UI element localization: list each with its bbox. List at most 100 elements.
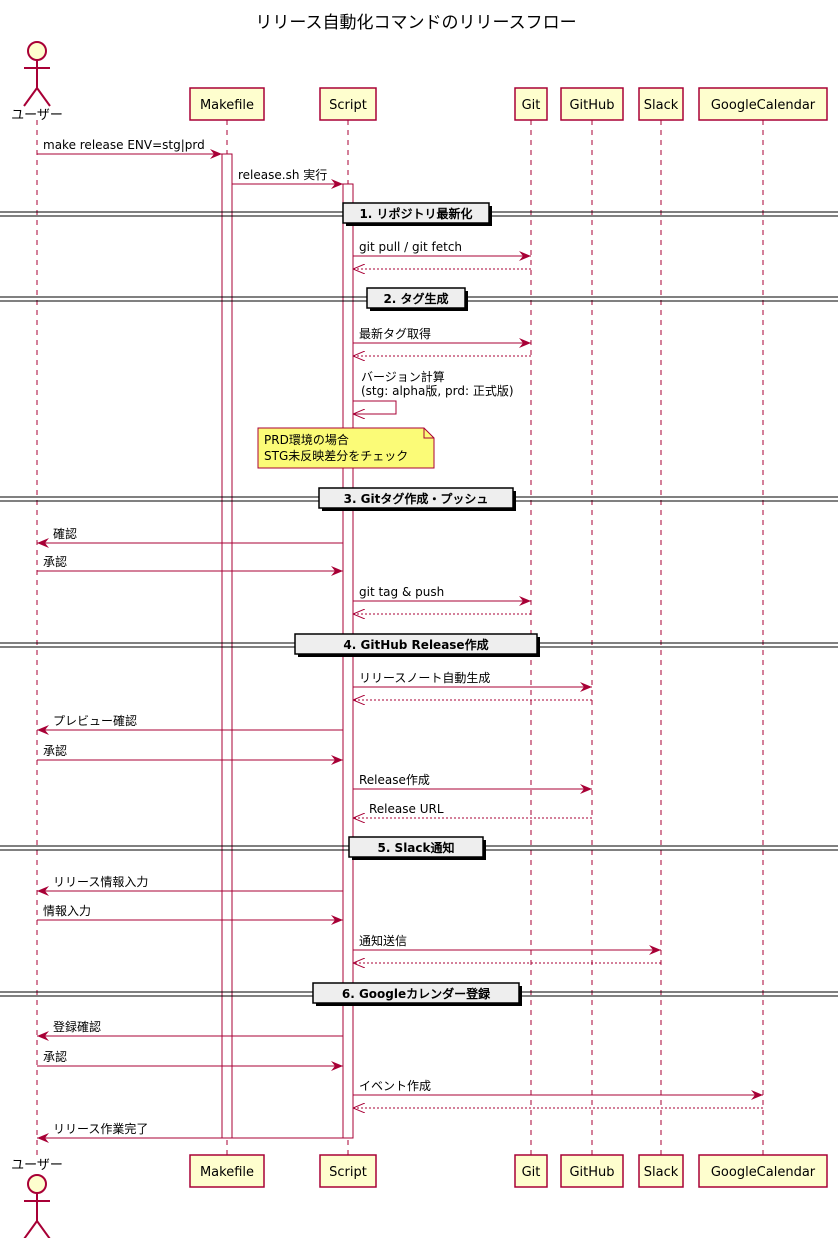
separator-label: 5. Slack通知 [377, 840, 454, 855]
message-label: 承認 [43, 1049, 67, 1064]
message-label: 情報入力 [43, 904, 91, 918]
message-label: make release ENV=stg|prd [43, 138, 205, 152]
section-separator-4: 4. GitHub Release作成 [0, 633, 838, 657]
message-user-to-script: 承認 [37, 554, 343, 576]
message-label: git pull / git fetch [359, 240, 462, 254]
separator-label-box [348, 836, 484, 858]
separator-label-box [366, 287, 466, 309]
note-prd-check: PRD環境の場合 STG未反映差分をチェック [257, 427, 435, 469]
actor-label: ユーザー [11, 108, 63, 123]
participant-label: Makefile [200, 98, 254, 113]
note-line-2: STG未反映差分をチェック [264, 449, 408, 463]
self-message-label-line-1: バージョン計算 [361, 369, 445, 384]
message-label: release.sh 実行 [238, 167, 327, 182]
participant-box [514, 1154, 548, 1188]
message-label: Release URL [369, 802, 444, 816]
participant-gcal-top: GoogleCalendar [698, 87, 828, 121]
participant-box [698, 87, 828, 121]
message-label: リリースノート自動生成 [359, 671, 490, 685]
message-user-to-script: 情報入力 [37, 904, 343, 925]
separator-label: 2. タグ生成 [383, 291, 448, 306]
actor-user-top: ユーザー [11, 41, 63, 123]
participant-git-bottom: Git [514, 1154, 548, 1188]
message-script-to-user: リリース作業完了 [37, 1121, 343, 1143]
participant-label: GoogleCalendar [711, 1165, 816, 1180]
note-fold [423, 428, 434, 439]
message-script-to-gcal: イベント作成 [353, 1079, 763, 1100]
message-label: 通知送信 [359, 933, 407, 948]
separator-label-box [318, 487, 514, 509]
separator-label: 6. Googleカレンダー登録 [342, 986, 491, 1001]
section-separator-6: 6. Googleカレンダー登録 [0, 982, 838, 1006]
participant-git-top: Git [514, 87, 548, 121]
diagram-title: リリース自動化コマンドのリリースフロー [255, 13, 576, 33]
separator-label-box [312, 982, 520, 1004]
participant-script-top: Script [319, 87, 377, 121]
participant-label: Git [522, 1165, 541, 1180]
self-message-version-calc: バージョン計算(stg: alpha版, prd: 正式版) [353, 369, 514, 414]
message-script-to-slack: 通知送信 [353, 933, 661, 955]
message-script-to-user: プレビュー確認 [37, 713, 343, 735]
section-separator-2: 2. タグ生成 [0, 287, 838, 311]
participant-box [638, 87, 684, 121]
participant-box [638, 1154, 684, 1188]
message-script-to-git: 最新タグ取得 [353, 326, 531, 348]
note-line-1: PRD環境の場合 [264, 432, 349, 447]
message-label: リリース作業完了 [53, 1121, 148, 1136]
participant-box [514, 87, 548, 121]
message-label: 確認 [53, 526, 77, 541]
message-script-to-user: 登録確認 [37, 1019, 343, 1041]
participant-box [189, 87, 265, 121]
actor-legs [23, 86, 51, 107]
message-label: イベント作成 [359, 1079, 431, 1093]
participant-label: GoogleCalendar [711, 98, 816, 113]
participant-makefile-bottom: Makefile [189, 1154, 265, 1188]
message-label: リリース情報入力 [53, 875, 148, 889]
participant-github-top: GitHub [560, 87, 624, 121]
activation-makefile [221, 153, 233, 1139]
message-makefile-to-script: release.sh 実行 [232, 167, 343, 189]
message-script-to-github: リリースノート自動生成 [353, 671, 592, 692]
participant-label: GitHub [569, 98, 614, 113]
activation-script [342, 183, 354, 1139]
message-label: 登録確認 [53, 1019, 101, 1034]
participant-box [560, 87, 624, 121]
self-message-arrow [353, 400, 397, 414]
actor-head [27, 41, 47, 61]
message-user-to-script: 承認 [37, 1049, 343, 1071]
participant-github-bottom: GitHub [560, 1154, 624, 1188]
participant-box [698, 1154, 828, 1188]
separator-label-box [294, 633, 538, 655]
separator-label: 1. リポジトリ最新化 [359, 206, 472, 221]
actor-user-bottom: ユーザー [11, 1158, 63, 1238]
message-github-to-script: Release URL [353, 802, 592, 818]
message-label: プレビュー確認 [53, 713, 137, 728]
participant-box [319, 1154, 377, 1188]
message-user-to-makefile: make release ENV=stg|prd [37, 138, 222, 159]
participant-label: Script [329, 1165, 367, 1180]
participant-label: Makefile [200, 1165, 254, 1180]
participant-box [560, 1154, 624, 1188]
self-message-label-line-2: (stg: alpha版, prd: 正式版) [361, 384, 514, 398]
separator-label: 4. GitHub Release作成 [343, 637, 488, 652]
message-script-to-git: git tag & push [353, 585, 531, 606]
participant-box [189, 1154, 265, 1188]
actor-head [27, 1174, 47, 1194]
participant-slack-top: Slack [638, 87, 684, 121]
message-user-to-script: 承認 [37, 743, 343, 765]
participant-label: Slack [644, 1165, 679, 1180]
message-script-to-git: git pull / git fetch [353, 240, 531, 261]
separator-label: 3. Gitタグ作成・プッシュ [344, 491, 489, 506]
actor-label: ユーザー [11, 1158, 63, 1173]
separator-label-box [342, 202, 490, 224]
message-label: 承認 [43, 554, 67, 569]
section-separator-1: 1. リポジトリ最新化 [0, 202, 838, 226]
participant-slack-bottom: Slack [638, 1154, 684, 1188]
note-box [257, 427, 435, 469]
participant-makefile-top: Makefile [189, 87, 265, 121]
message-script-to-user: 確認 [37, 526, 343, 548]
actor-legs [23, 1219, 51, 1238]
participant-label: GitHub [569, 1165, 614, 1180]
message-label: git tag & push [359, 585, 444, 599]
